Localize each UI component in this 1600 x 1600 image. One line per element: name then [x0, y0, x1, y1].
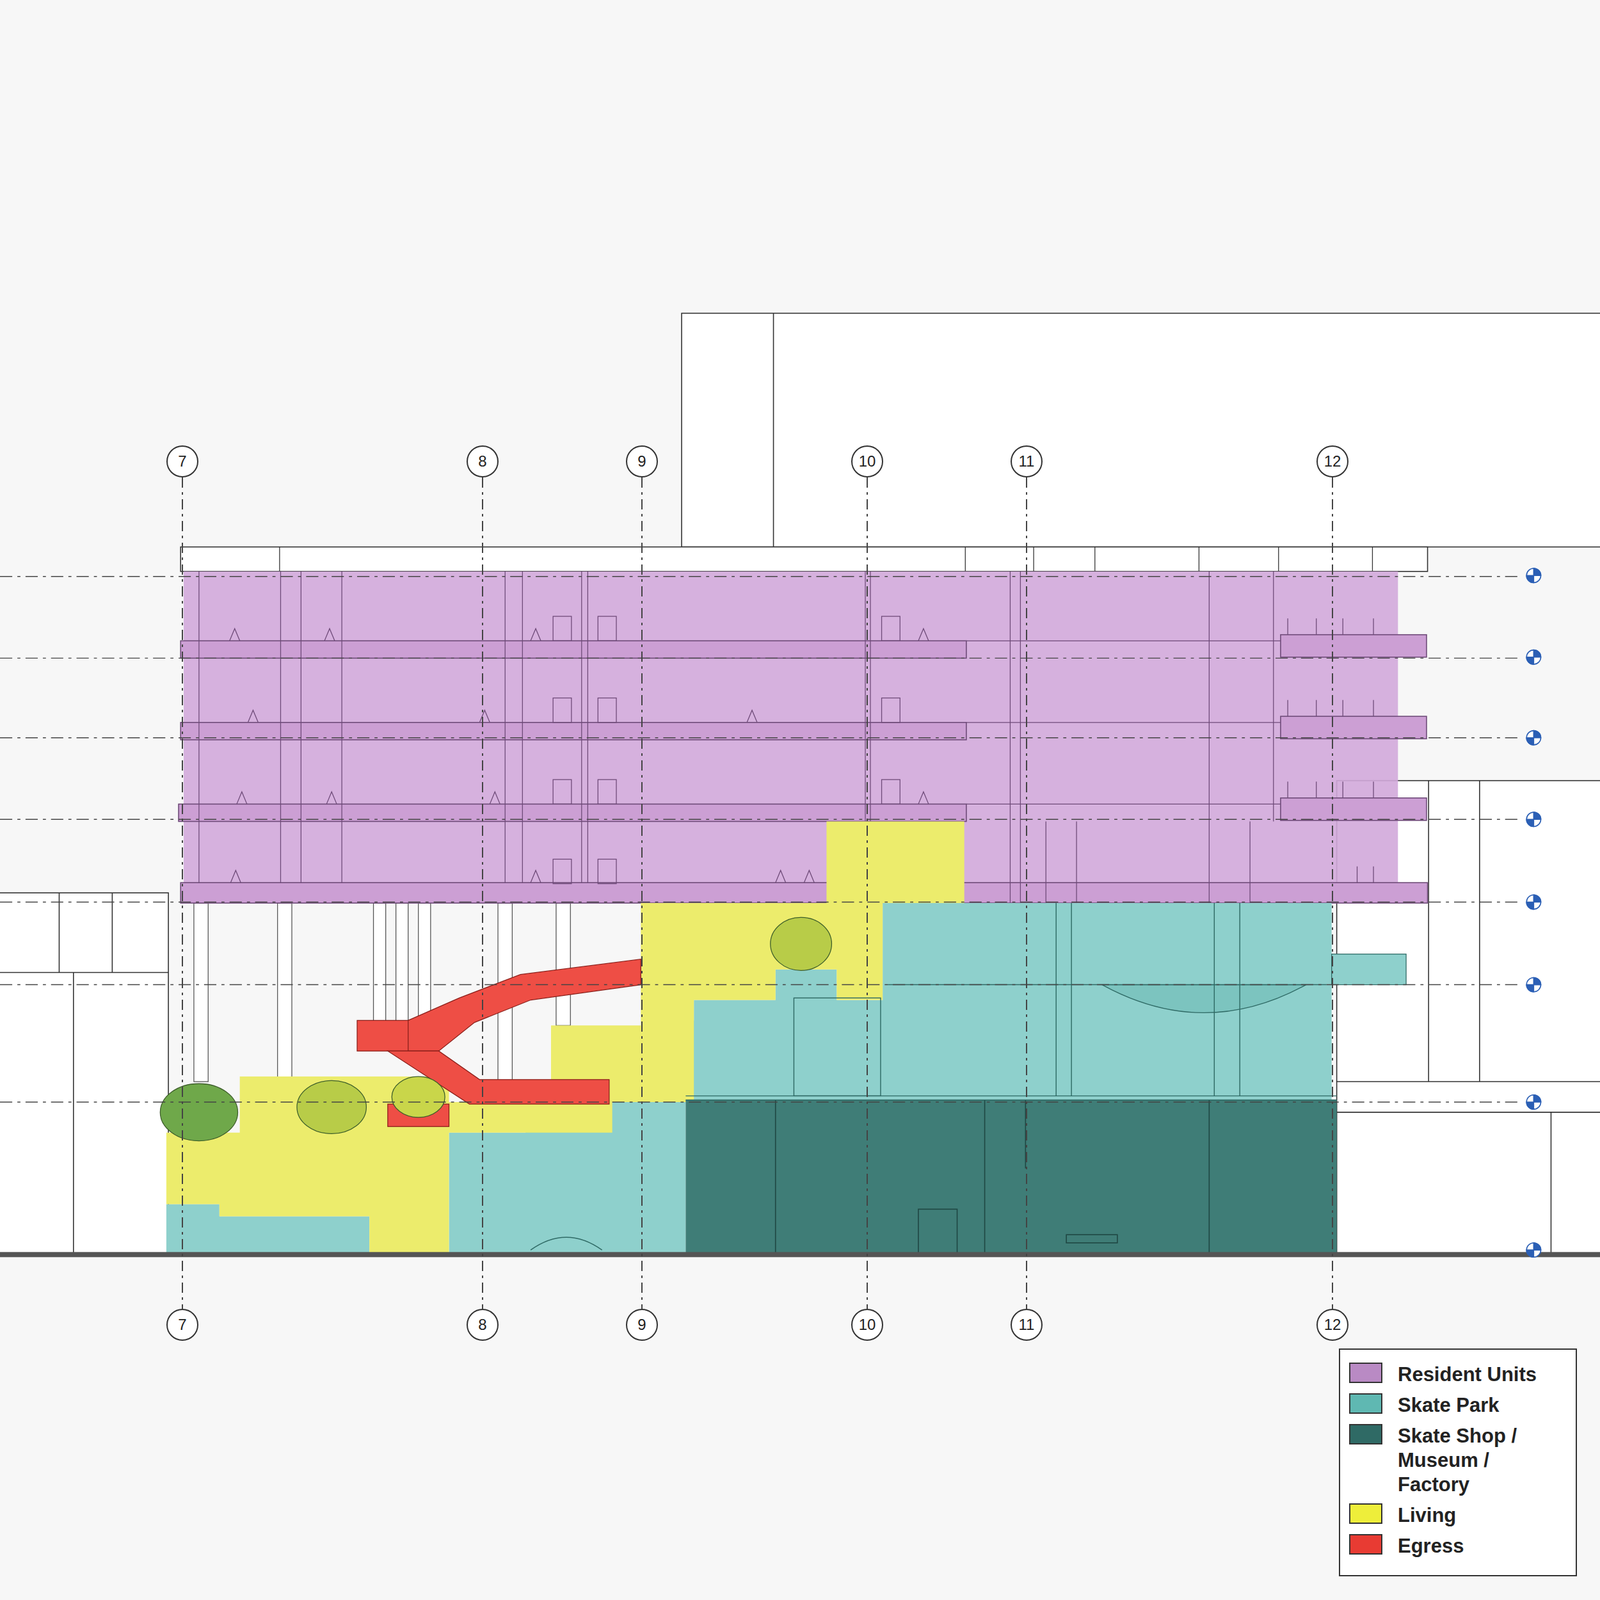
grid-number: 8	[478, 1317, 487, 1333]
grid-bubble: 8	[466, 1308, 499, 1341]
grid-number: 9	[637, 453, 646, 470]
grid-line	[866, 477, 868, 1309]
legend-label: Skate Shop / Museum / Factory	[1397, 1424, 1558, 1497]
grid-bubble: 11	[1010, 445, 1043, 478]
grid-bubble: 7	[166, 445, 199, 478]
legend-row: Living	[1349, 1503, 1568, 1528]
grid-bubble: 12	[1316, 445, 1349, 478]
grid-bubble: 8	[466, 445, 499, 478]
legend-swatch	[1349, 1503, 1383, 1524]
legend-row: Skate Shop / Museum / Factory	[1349, 1424, 1568, 1497]
grid-line	[641, 477, 643, 1309]
grid-number: 12	[1324, 1317, 1342, 1333]
grid-bubble: 11	[1010, 1308, 1043, 1341]
grid-number: 9	[637, 1317, 646, 1333]
grid-number: 8	[478, 453, 487, 470]
grid-number: 10	[858, 453, 877, 470]
legend-box: Resident UnitsSkate ParkSkate Shop / Mus…	[1338, 1348, 1577, 1577]
grid-number: 11	[1018, 453, 1035, 470]
legend-label: Egress	[1397, 1534, 1558, 1559]
legend-label: Living	[1397, 1503, 1558, 1528]
legend-row: Skate Park	[1349, 1393, 1568, 1418]
grid-number: 11	[1018, 1317, 1035, 1333]
grid-line	[481, 477, 484, 1309]
grid-bubble: 9	[625, 445, 658, 478]
grid-number: 7	[177, 1317, 187, 1333]
grid-bubble: 7	[166, 1308, 199, 1341]
grid-line	[1331, 477, 1334, 1309]
grid-number: 10	[858, 1317, 877, 1333]
grid-line	[181, 477, 184, 1309]
legend-row: Resident Units	[1349, 1362, 1568, 1387]
grid-bubble: 9	[625, 1308, 658, 1341]
grid-bubble: 10	[851, 1308, 884, 1341]
legend-swatch	[1349, 1534, 1383, 1555]
legend-label: Resident Units	[1397, 1362, 1558, 1387]
legend-row: Egress	[1349, 1534, 1568, 1559]
grid-number: 7	[177, 453, 187, 470]
grid-number: 12	[1324, 453, 1342, 470]
legend-label: Skate Park	[1397, 1393, 1558, 1418]
grid-bubble: 10	[851, 445, 884, 478]
grid-line	[1025, 477, 1028, 1309]
legend-swatch	[1349, 1362, 1383, 1384]
legend-swatch	[1349, 1424, 1383, 1445]
legend-swatch	[1349, 1393, 1383, 1414]
grid-bubble: 12	[1316, 1308, 1349, 1341]
